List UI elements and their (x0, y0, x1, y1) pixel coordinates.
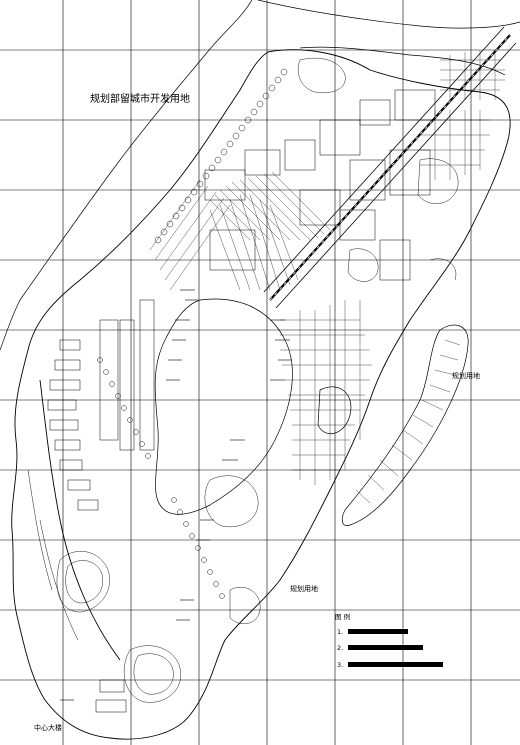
legend-item-swatch (348, 645, 423, 650)
tree-symbols (97, 68, 288, 599)
legend-item-index: 3. (337, 661, 343, 669)
town-center-label: 中心大楼 (34, 723, 62, 732)
zone-label-lower-right: 规划用地 (290, 584, 318, 593)
legend-item-index: 1. (337, 628, 343, 636)
site-boundary (11, 49, 511, 740)
building-strips-left (47, 299, 155, 713)
legend-item-swatch (348, 629, 408, 634)
zone-label-right: 规划用地 (452, 371, 480, 380)
terrain-contours (27, 57, 459, 703)
shoreline (0, 0, 520, 351)
building-ticks (60, 289, 292, 701)
pier-island (341, 324, 469, 526)
legend-item-swatch (348, 662, 443, 667)
lake (154, 298, 352, 515)
map-title: 规划部留城市开发用地 (90, 92, 190, 105)
district-hatching (149, 50, 505, 485)
legend-item-index: 2. (337, 644, 343, 652)
building-blocks-upper (204, 89, 436, 281)
legend: 图 例 1. 2. 3. (335, 612, 443, 669)
legend-heading: 图 例 (335, 612, 350, 621)
